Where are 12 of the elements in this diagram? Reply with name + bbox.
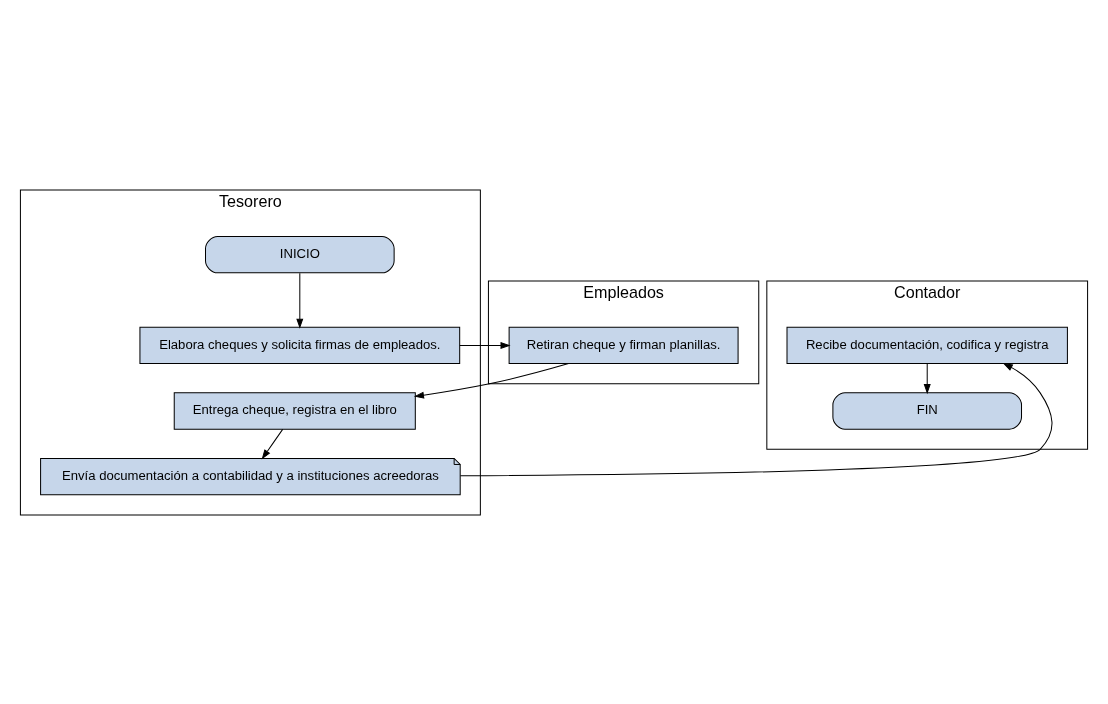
node-box: FIN — [832, 391, 1023, 430]
node-box: Recibe documentación, codifica y registra — [786, 326, 1068, 364]
arrow — [261, 428, 284, 459]
node-box: Retiran cheque y firman planillas. — [508, 326, 739, 364]
node-box: Entrega cheque, registra en el libro — [173, 391, 416, 430]
arrow — [459, 362, 1053, 476]
arrow — [923, 362, 931, 394]
arrow — [296, 272, 304, 329]
arrow — [413, 362, 570, 399]
arrow — [459, 341, 511, 349]
node-box: INICIO — [205, 235, 395, 273]
node-box: Elabora cheques y solicita firmas de empleados. — [139, 326, 461, 364]
